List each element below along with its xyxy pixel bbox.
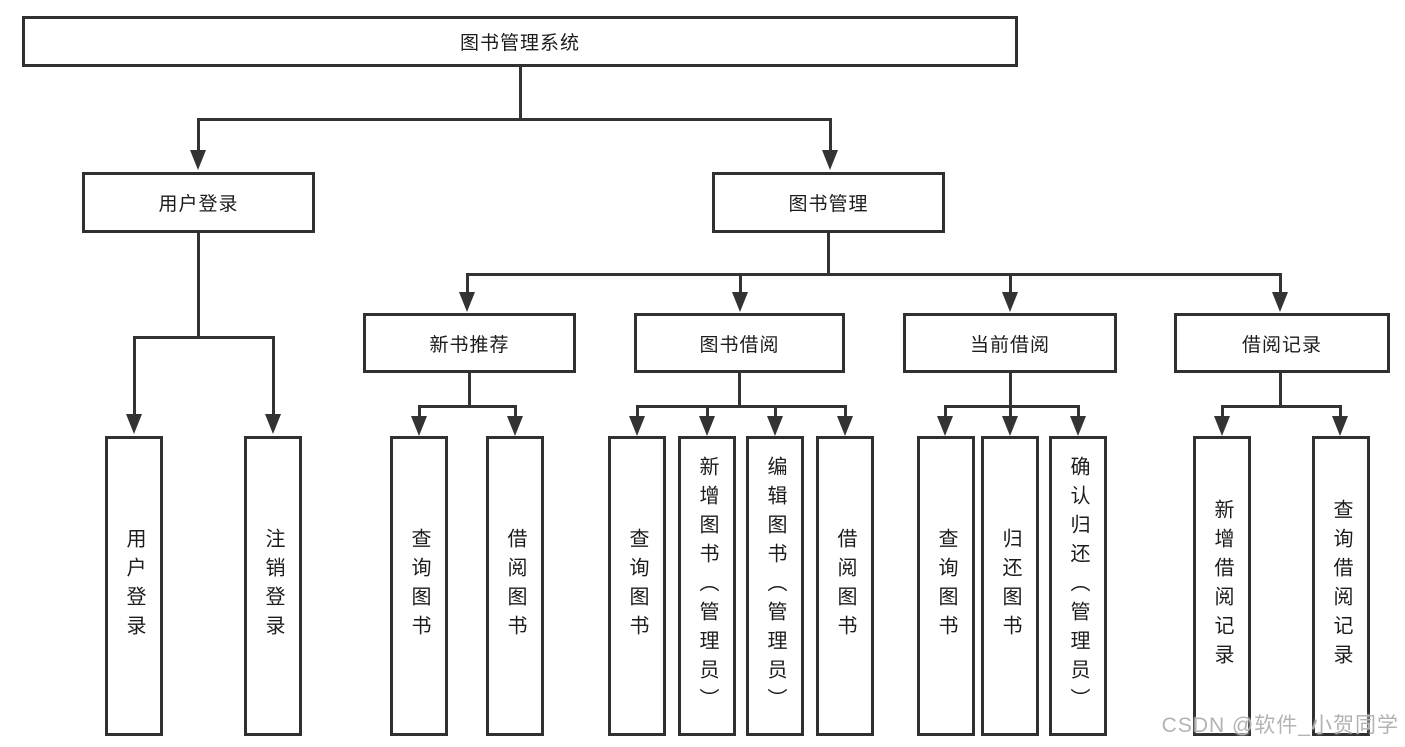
connector-line <box>844 405 847 418</box>
arrow-down-icon <box>1002 416 1018 436</box>
node-leaf-return-books: 归还图书 <box>981 436 1039 736</box>
node-leaf-borrow-books-recommend: 借阅图书 <box>486 436 544 736</box>
connector-line <box>272 336 275 415</box>
node-label: 用户登录 <box>158 194 239 215</box>
node-label: 查询借阅记录 <box>1330 499 1352 673</box>
connector-line <box>738 373 741 405</box>
node-label: 编辑图书（管理员） <box>764 455 786 717</box>
connector-line <box>466 273 469 294</box>
node-label: 归还图书 <box>999 528 1021 644</box>
connector-line <box>1009 373 1012 405</box>
connector-line <box>418 405 517 408</box>
node-current-borrowing: 当前借阅 <box>903 313 1117 373</box>
node-leaf-query-books-borrowing: 查询图书 <box>608 436 666 736</box>
node-book-management: 图书管理 <box>712 172 945 233</box>
connector-line <box>418 405 421 418</box>
arrow-down-icon <box>459 292 475 312</box>
connector-line <box>944 405 1080 408</box>
node-label: 用户登录 <box>123 528 145 644</box>
node-label: 新增图书（管理员） <box>696 455 718 717</box>
connector-line <box>514 405 517 418</box>
connector-line <box>1279 373 1282 405</box>
node-leaf-logout: 注销登录 <box>244 436 302 736</box>
node-leaf-confirm-return-admin: 确认归还（管理员） <box>1049 436 1107 736</box>
connector-line <box>1009 273 1012 294</box>
connector-line <box>1221 405 1342 408</box>
connector-line <box>1009 405 1012 418</box>
node-root-system: 图书管理系统 <box>22 16 1018 67</box>
connector-line <box>944 405 947 418</box>
csdn-watermark: CSDN @软件_小贺同学 <box>1161 714 1399 737</box>
connector-line <box>466 273 1282 276</box>
arrow-down-icon <box>1002 292 1018 312</box>
node-label: 借阅图书 <box>504 528 526 644</box>
connector-line <box>739 273 742 294</box>
arrow-down-icon <box>767 416 783 436</box>
arrow-down-icon <box>1332 416 1348 436</box>
node-leaf-query-books-current: 查询图书 <box>917 436 975 736</box>
node-label: 图书管理 <box>788 194 869 215</box>
node-borrowing-records: 借阅记录 <box>1174 313 1390 373</box>
connector-line <box>197 118 200 152</box>
node-label: 新增借阅记录 <box>1211 499 1233 673</box>
node-label: 确认归还（管理员） <box>1067 455 1089 717</box>
arrow-down-icon <box>822 150 838 170</box>
connector-line <box>197 233 200 336</box>
arrow-down-icon <box>732 292 748 312</box>
connector-line <box>133 336 275 339</box>
connector-line <box>197 118 832 121</box>
node-label: 注销登录 <box>262 528 284 644</box>
node-leaf-query-borrow-record: 查询借阅记录 <box>1312 436 1370 736</box>
connector-line <box>636 405 639 418</box>
node-label: 查询图书 <box>408 528 430 644</box>
node-book-borrowing: 图书借阅 <box>634 313 845 373</box>
connector-line <box>1279 273 1282 294</box>
node-leaf-add-books-admin: 新增图书（管理员） <box>678 436 736 736</box>
node-leaf-edit-books-admin: 编辑图书（管理员） <box>746 436 804 736</box>
connector-line <box>706 405 709 418</box>
connector-line <box>133 336 136 415</box>
node-leaf-user-login: 用户登录 <box>105 436 163 736</box>
arrow-down-icon <box>629 416 645 436</box>
connector-line <box>1339 405 1342 418</box>
arrow-down-icon <box>1272 292 1288 312</box>
arrow-down-icon <box>699 416 715 436</box>
connector-line <box>468 373 471 405</box>
arrow-down-icon <box>126 414 142 434</box>
arrow-down-icon <box>837 416 853 436</box>
connector-line <box>1077 405 1080 418</box>
node-label: 查询图书 <box>935 528 957 644</box>
node-label: 新书推荐 <box>429 334 510 356</box>
connector-line <box>827 233 830 273</box>
node-label: 借阅记录 <box>1241 334 1322 356</box>
node-label: 图书管理系统 <box>459 33 580 54</box>
connector-line <box>829 118 832 152</box>
arrow-down-icon <box>190 150 206 170</box>
arrow-down-icon <box>411 416 427 436</box>
arrow-down-icon <box>1070 416 1086 436</box>
connector-line <box>774 405 777 418</box>
node-leaf-add-borrow-record: 新增借阅记录 <box>1193 436 1251 736</box>
arrow-down-icon <box>937 416 953 436</box>
node-label: 借阅图书 <box>834 528 856 644</box>
arrow-down-icon <box>265 414 281 434</box>
connector-line <box>519 67 522 118</box>
node-new-book-recommend: 新书推荐 <box>363 313 576 373</box>
node-label: 图书借阅 <box>699 334 780 356</box>
node-label: 当前借阅 <box>969 334 1050 356</box>
connector-line <box>636 405 847 408</box>
connector-line <box>1221 405 1224 418</box>
node-leaf-borrow-books: 借阅图书 <box>816 436 874 736</box>
node-user-login: 用户登录 <box>82 172 315 233</box>
node-leaf-query-books-recommend: 查询图书 <box>390 436 448 736</box>
arrow-down-icon <box>1214 416 1230 436</box>
arrow-down-icon <box>507 416 523 436</box>
node-label: 查询图书 <box>626 528 648 644</box>
